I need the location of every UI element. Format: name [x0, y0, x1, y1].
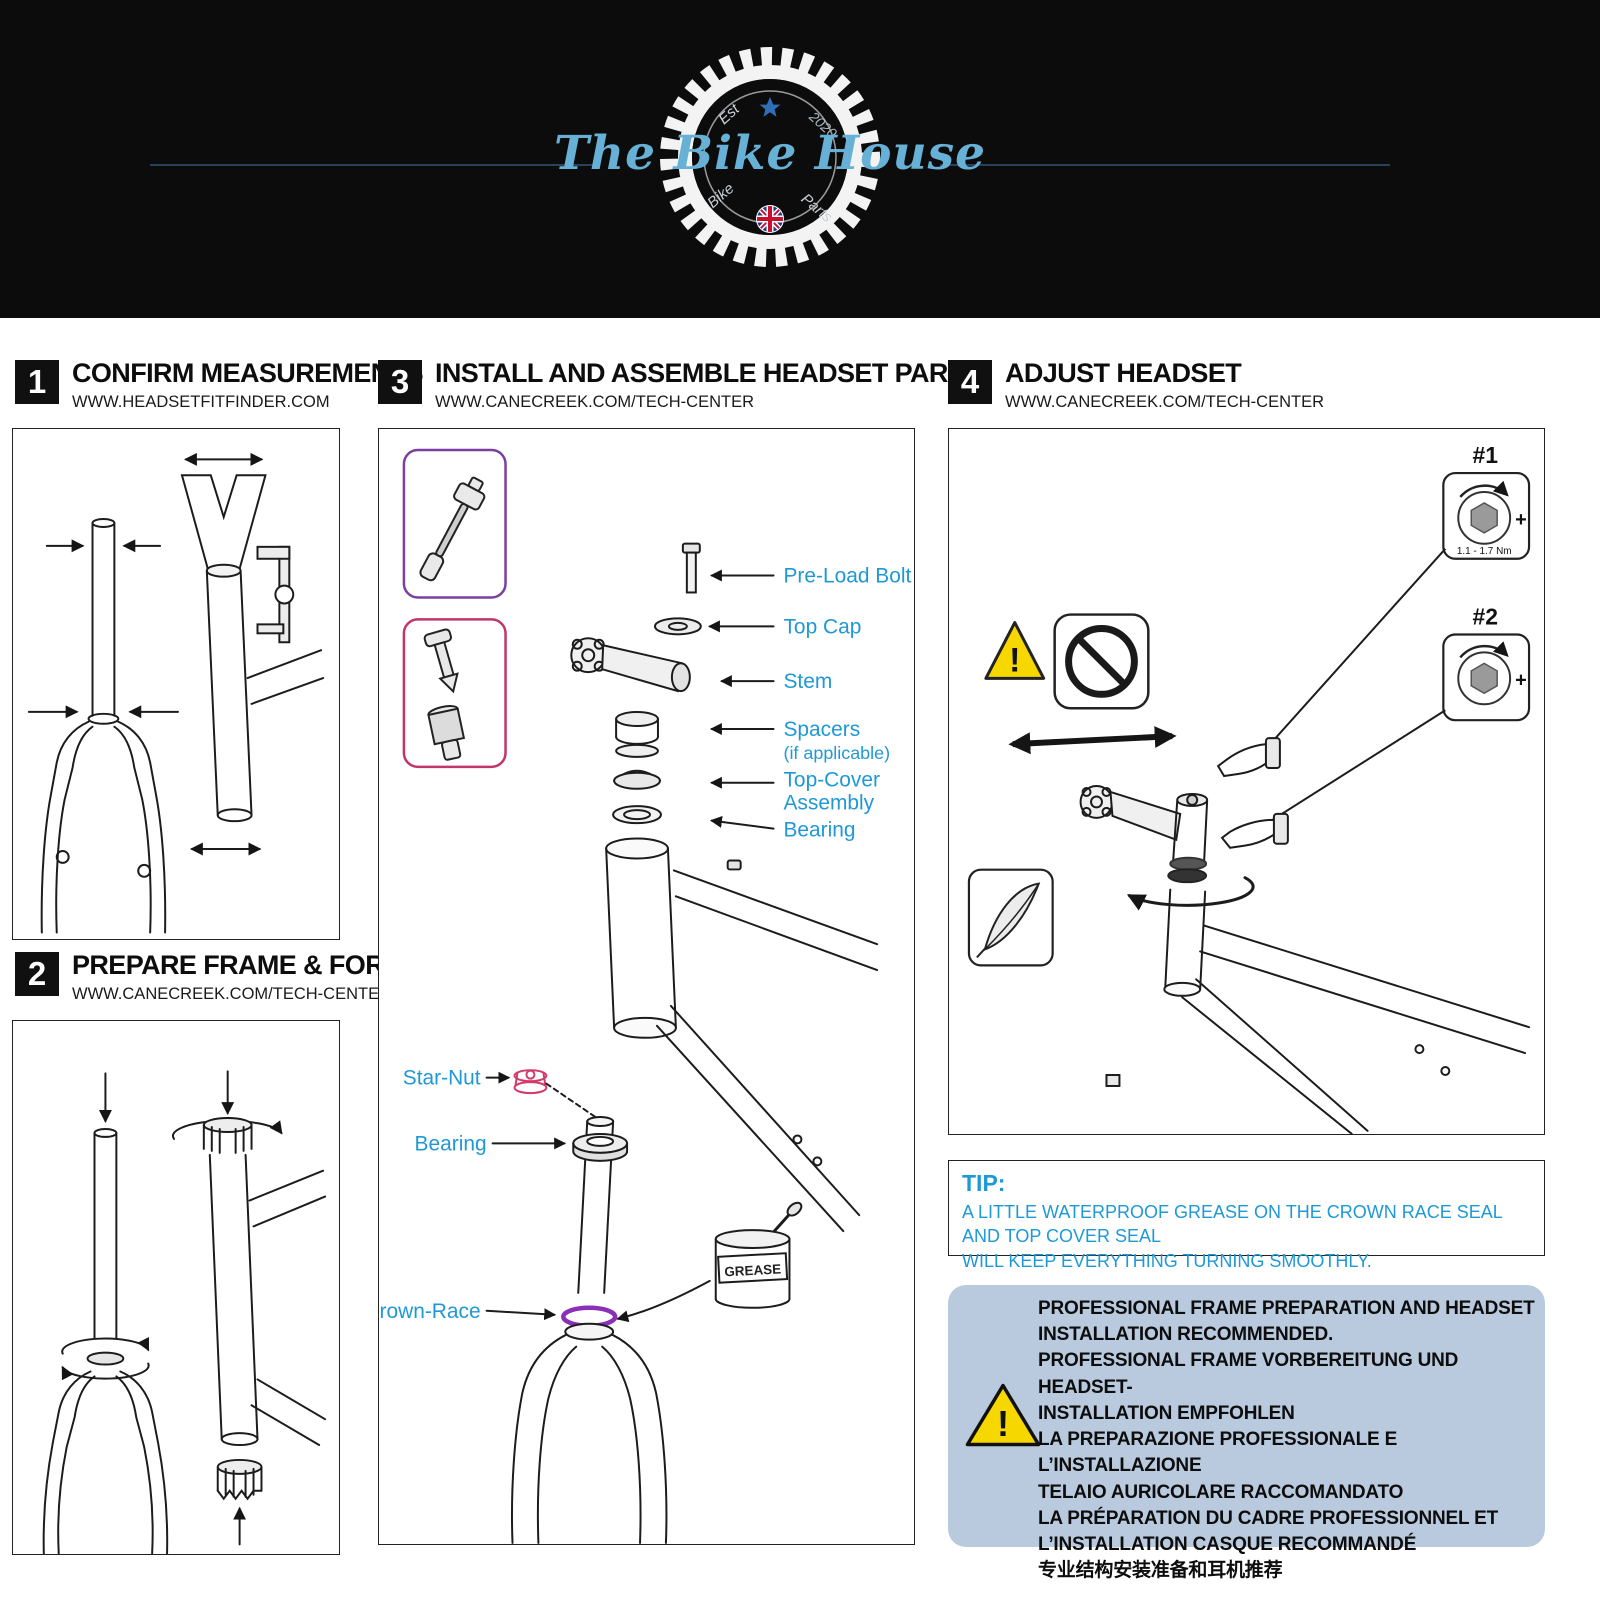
label-bearing: Bearing	[783, 819, 855, 842]
notice-line: LA PREPARAZIONE PROFESSIONALE E L’INSTAL…	[1038, 1429, 1398, 1477]
notice-text: PROFESSIONAL FRAME PREPARATION AND HEADS…	[1038, 1296, 1538, 1584]
bike-house-gear-logo: Est 2020 Bike Parts	[660, 47, 880, 267]
section-2-url: WWW.CANECREEK.COM/TECH-CENTER	[72, 984, 391, 1003]
label-top-cover: Top-Cover	[783, 769, 879, 792]
prepare-frame-fork-diagram	[42, 1070, 327, 1554]
svg-text:+: +	[1515, 669, 1527, 691]
section-1-title: CONFIRM MEASUREMENTS	[72, 358, 424, 388]
svg-text:!: !	[1009, 641, 1020, 679]
step-3-number: 3	[378, 360, 422, 404]
measurement-diagram	[27, 452, 325, 934]
brand-name: The Bike House	[553, 126, 987, 181]
tip-line-1: A LITTLE WATERPROOF GREASE ON THE CROWN …	[962, 1202, 1503, 1247]
header-rule-right	[940, 164, 1390, 166]
hand-icon	[1216, 737, 1281, 778]
step-4-number: 4	[948, 360, 992, 404]
section-4-title: ADJUST HEADSET	[1005, 358, 1242, 388]
hand-icon-2	[1220, 812, 1289, 849]
label-top-cover-assembly: Assembly	[783, 792, 874, 815]
notice-line: 专业结构安装准备和耳机推荐	[1038, 1560, 1283, 1582]
headset-parts	[485, 542, 879, 1544]
top-cover-part	[613, 769, 661, 790]
section-4-header: 4 ADJUST HEADSET WWW.CANECREEK.COM/TECH-…	[948, 358, 1324, 412]
star-nut-setter-tool	[402, 618, 507, 769]
torque-tool-2: #2 +	[1442, 604, 1531, 722]
notice-line: PROFESSIONAL FRAME VORBEREITUNG UND HEAD…	[1038, 1350, 1459, 1398]
tip-line-2: WILL KEEP EVERYTHING TURNING SMOOTHLY.	[962, 1250, 1372, 1271]
bearing-part	[612, 805, 662, 825]
uk-flag-icon	[756, 205, 784, 233]
label-spacers: Spacers	[783, 718, 860, 741]
panel-4-box: #1 + 1.1 - 1.7 Nm #2 + !	[948, 428, 1545, 1135]
brand-header: Est 2020 Bike Parts The Bike House	[0, 0, 1600, 318]
section-3-url: WWW.CANECREEK.COM/TECH-CENTER	[435, 392, 754, 411]
label-bearing-2: Bearing	[415, 1132, 487, 1155]
lateral-play-arrow	[1008, 726, 1177, 755]
notice-line: TELAIO AURICOLARE RACCOMANDATO	[1038, 1481, 1404, 1503]
part-labels: Pre-Load Bolt Top Cap Stem Spacers (if a…	[379, 565, 912, 1323]
warning-triangle-icon: !	[965, 1383, 1041, 1447]
head-tube-cup-install	[171, 1070, 327, 1546]
step-2-number: 2	[15, 952, 59, 996]
section-1-header: 1 CONFIRM MEASUREMENTS WWW.HEADSETFITFIN…	[15, 358, 424, 412]
label-stem: Stem	[783, 670, 832, 693]
torque-tool-1: #1 + 1.1 - 1.7 Nm	[1442, 442, 1531, 560]
feather-icon	[967, 868, 1054, 967]
fork-crown-race-install	[42, 1072, 169, 1554]
gear-teeth	[660, 47, 880, 267]
tip-box: TIP: A LITTLE WATERPROOF GREASE ON THE C…	[948, 1160, 1545, 1271]
stem-adjust-illustration	[1079, 784, 1531, 1134]
headset-press-tool	[402, 448, 507, 599]
svg-text:#1: #1	[1472, 442, 1498, 468]
svg-text:+: +	[1515, 509, 1527, 531]
no-play-prohibition-icon	[1053, 613, 1150, 710]
svg-text:!: !	[997, 1403, 1009, 1444]
star-icon	[759, 97, 781, 117]
section-2-title: PREPARE FRAME & FORK	[72, 950, 404, 980]
lower-bearing-part	[572, 1132, 629, 1162]
svg-text:#2: #2	[1472, 604, 1497, 630]
tip-title: TIP:	[962, 1170, 1006, 1196]
label-preload-bolt: Pre-Load Bolt	[783, 565, 911, 588]
spacers-part	[615, 711, 659, 758]
notice-line: PROFESSIONAL FRAME PREPARATION AND HEADS…	[1038, 1298, 1535, 1319]
stem-part	[570, 637, 691, 693]
label-crown-race: Crown-Race	[379, 1300, 481, 1323]
top-cap-part	[653, 617, 702, 636]
professional-installation-notice: ! PROFESSIONAL FRAME PREPARATION AND HEA…	[948, 1285, 1545, 1581]
section-3-header: 3 INSTALL AND ASSEMBLE HEADSET PARTS WWW…	[378, 358, 982, 412]
notice-line: LA PRÉPARATION DU CADRE PROFESSIONNEL ET	[1038, 1507, 1498, 1529]
section-4-url: WWW.CANECREEK.COM/TECH-CENTER	[1005, 392, 1324, 411]
preload-bolt-part	[681, 542, 701, 594]
section-1-url: WWW.HEADSETFITFINDER.COM	[72, 392, 330, 411]
adjust-headset-diagram: #1 + 1.1 - 1.7 Nm #2 + !	[967, 442, 1531, 1134]
notice-line: INSTALLATION EMPFOHLEN	[1038, 1402, 1295, 1424]
assembly-exploded-diagram: Pre-Load Bolt Top Cap Stem Spacers (if a…	[379, 448, 912, 1544]
header-rule-left	[150, 164, 600, 166]
step-1-number: 1	[15, 360, 59, 404]
grease-can	[714, 1201, 803, 1309]
head-tube-measure	[180, 452, 325, 856]
section-3-title: INSTALL AND ASSEMBLE HEADSET PARTS	[435, 358, 982, 388]
section-2-header: 2 PREPARE FRAME & FORK WWW.CANECREEK.COM…	[15, 950, 404, 1004]
label-spacers-note: (if applicable)	[783, 743, 890, 763]
panel-3-box: Pre-Load Bolt Top Cap Stem Spacers (if a…	[378, 428, 915, 1545]
fork-steerer-measure	[27, 518, 179, 934]
star-nut-part	[513, 1069, 548, 1095]
grease-label: GREASE	[724, 1261, 781, 1279]
caliper-icon	[256, 545, 295, 644]
panel-1-box	[12, 428, 340, 940]
label-top-cap: Top Cap	[783, 615, 861, 638]
frame-head-tube	[605, 837, 879, 1233]
svg-text:1.1 - 1.7 Nm: 1.1 - 1.7 Nm	[1457, 546, 1512, 557]
warning-triangle-icon: !	[984, 621, 1046, 680]
press-cup-part	[216, 1458, 263, 1501]
panel-2-box	[12, 1020, 340, 1555]
notice-line: INSTALLATION RECOMMENDED.	[1038, 1324, 1334, 1346]
label-star-nut: Star-Nut	[403, 1067, 481, 1090]
notice-line: L’INSTALLATION CASQUE RECOMMANDÉ	[1038, 1533, 1417, 1555]
fork-crown-legs	[511, 1322, 668, 1544]
